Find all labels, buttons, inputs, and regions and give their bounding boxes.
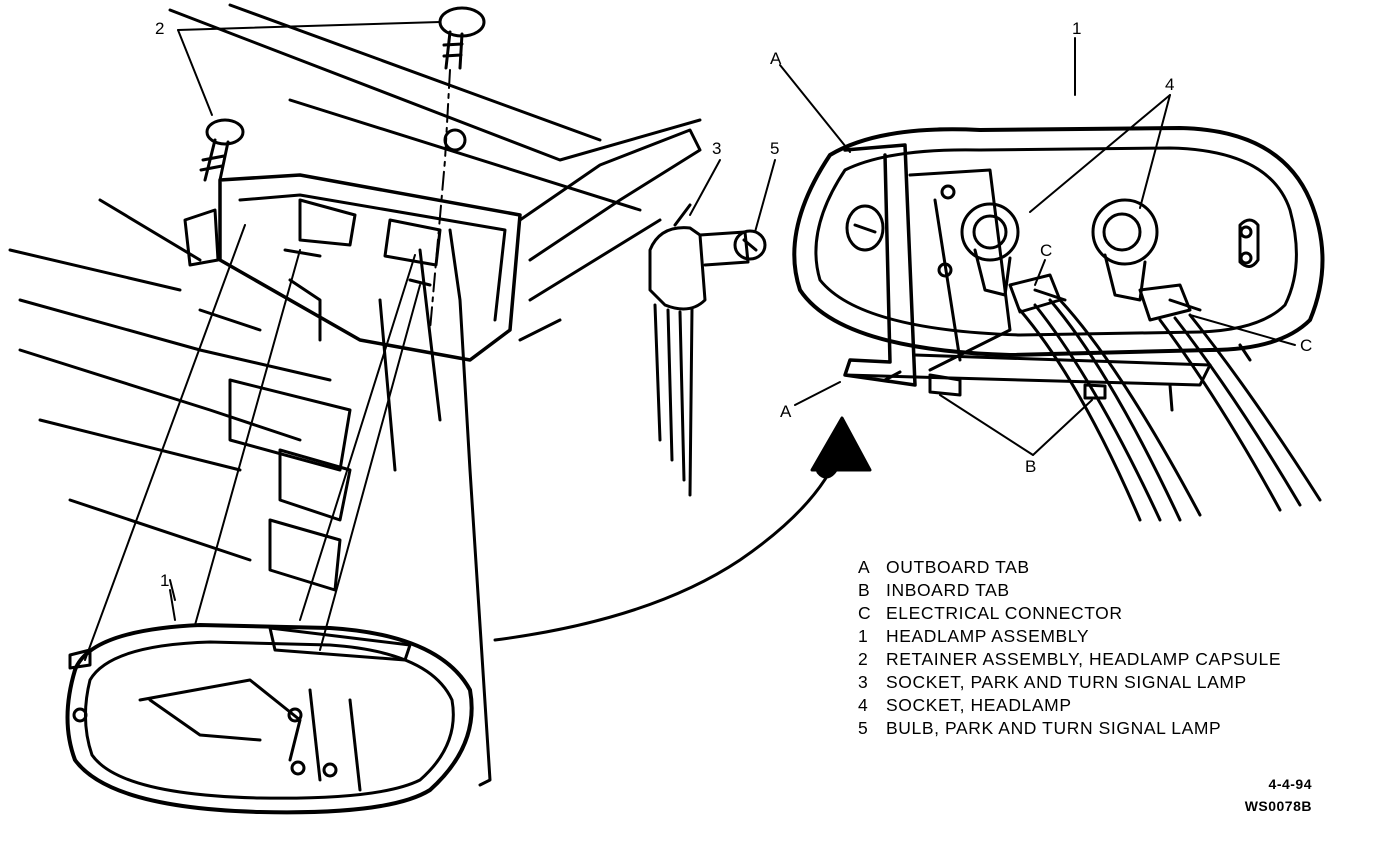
curved-arrow-icon (493, 416, 872, 642)
legend-text: INBOARD TAB (886, 580, 1010, 600)
callout-1-right: 1 (1072, 19, 1082, 38)
legend-key: B (858, 580, 871, 600)
legend-text: SOCKET, PARK AND TURN SIGNAL LAMP (886, 672, 1247, 692)
headlamp-socket-icon (1091, 198, 1159, 302)
callout-b: B (1025, 457, 1037, 476)
callout-3: 3 (712, 139, 722, 158)
retainer-screw-icon (199, 118, 245, 182)
legend: A OUTBOARD TAB B INBOARD TAB C ELECTRICA… (858, 556, 1368, 740)
callout-1-left: 1 (160, 571, 170, 590)
legend-text: HEADLAMP ASSEMBLY (886, 626, 1090, 646)
legend-text: BULB, PARK AND TURN SIGNAL LAMP (886, 718, 1222, 738)
legend-item: 3 SOCKET, PARK AND TURN SIGNAL LAMP (858, 671, 1368, 694)
callout-4: 4 (1165, 75, 1175, 94)
park-turn-bulb (733, 229, 767, 261)
headlamp-assembly-left (65, 623, 474, 815)
legend-item: 4 SOCKET, HEADLAMP (858, 694, 1368, 717)
callout-a-top: A (770, 49, 782, 68)
figure-date: 4-4-94 (1268, 776, 1312, 792)
legend-key: 2 (858, 649, 869, 669)
vehicle-front-structure (8, 3, 702, 787)
legend-item: 2 RETAINER ASSEMBLY, HEADLAMP CAPSULE (858, 648, 1368, 671)
legend-text: SOCKET, HEADLAMP (886, 695, 1072, 715)
legend-item: 1 HEADLAMP ASSEMBLY (858, 625, 1368, 648)
legend-item: A OUTBOARD TAB (858, 556, 1368, 579)
callout-c-right: C (1300, 336, 1313, 355)
figure-code: WS0078B (1244, 798, 1312, 814)
legend-key: C (858, 603, 872, 623)
headlamp-assembly-right (792, 126, 1325, 522)
legend-text: RETAINER ASSEMBLY, HEADLAMP CAPSULE (886, 649, 1282, 669)
legend-key: A (858, 557, 871, 577)
legend-text: ELECTRICAL CONNECTOR (886, 603, 1123, 623)
legend-text: OUTBOARD TAB (886, 557, 1030, 577)
legend-key: 4 (858, 695, 869, 715)
retainer-screw-icon (438, 6, 486, 70)
legend-item: C ELECTRICAL CONNECTOR (858, 602, 1368, 625)
headlamp-socket-icon (960, 202, 1020, 297)
leader-lines (169, 21, 1296, 621)
legend-item: B INBOARD TAB (858, 579, 1368, 602)
callout-a-bottom: A (780, 402, 792, 421)
legend-key: 1 (858, 626, 869, 646)
park-turn-socket (648, 203, 750, 497)
electrical-connector-icon (1138, 283, 1202, 322)
callout-5: 5 (770, 139, 780, 158)
legend-item: 5 BULB, PARK AND TURN SIGNAL LAMP (858, 717, 1368, 740)
callout-c-left: C (1040, 241, 1053, 260)
installation-guide-lines (84, 224, 421, 661)
callout-2: 2 (155, 19, 165, 38)
legend-key: 3 (858, 672, 869, 692)
legend-key: 5 (858, 718, 869, 738)
